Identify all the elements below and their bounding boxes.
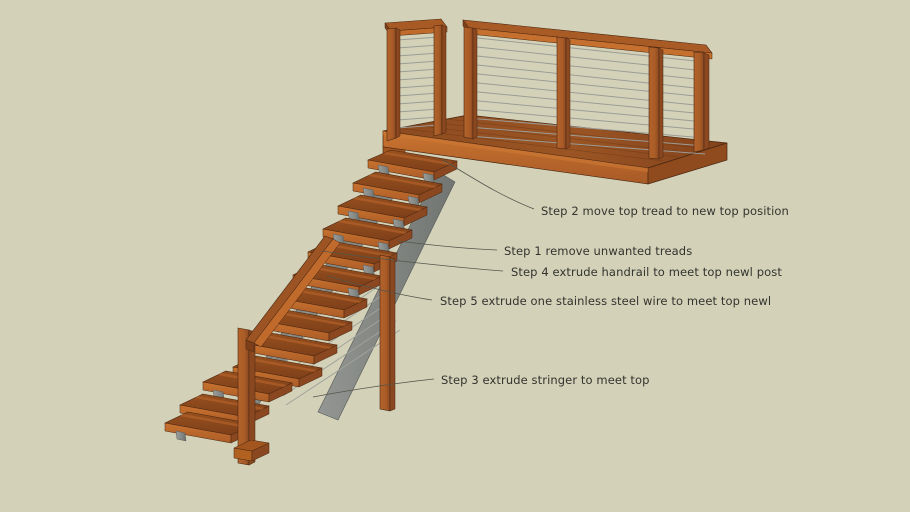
cable-railing-back-run <box>462 19 713 160</box>
rail-post-left-b <box>433 24 447 137</box>
rail-post-back-2 <box>556 36 571 150</box>
annotation-step-5: Step 5 extrude one stainless steel wire … <box>440 294 772 308</box>
stair-handrail <box>245 235 341 353</box>
annotation-step-4: Step 4 extrude handrail to meet top newl… <box>511 265 782 279</box>
cable-railing-left-return <box>384 18 448 142</box>
cable-wires-left <box>396 36 440 129</box>
rail-post-back-3 <box>648 46 664 160</box>
tread-bracket <box>175 430 187 442</box>
rail-post-left-a <box>386 27 401 142</box>
leader-step-4 <box>321 250 504 272</box>
stair-tread <box>366 149 458 181</box>
leader-step-5 <box>326 275 433 301</box>
rail-post-back-4 <box>693 51 710 153</box>
stair-tread <box>322 217 413 250</box>
rail-post-back-1 <box>463 26 478 140</box>
cable-wires-back <box>467 36 706 155</box>
stair-tread <box>337 194 428 227</box>
annotation-step-3: Step 3 extrude stringer to meet top <box>441 373 650 387</box>
annotation-step-2: Step 2 move top tread to new top positio… <box>541 204 789 218</box>
leader-step-3 <box>312 378 435 398</box>
stair-newel-post <box>233 254 396 466</box>
stair-tread <box>262 309 353 342</box>
stair-tread <box>352 171 443 204</box>
annotation-step-1: Step 1 remove unwanted treads <box>504 244 693 258</box>
leader-step-1 <box>397 240 498 251</box>
leader-step-2 <box>442 159 535 210</box>
stair-tread <box>247 332 338 365</box>
annotation-leaders <box>312 159 535 398</box>
